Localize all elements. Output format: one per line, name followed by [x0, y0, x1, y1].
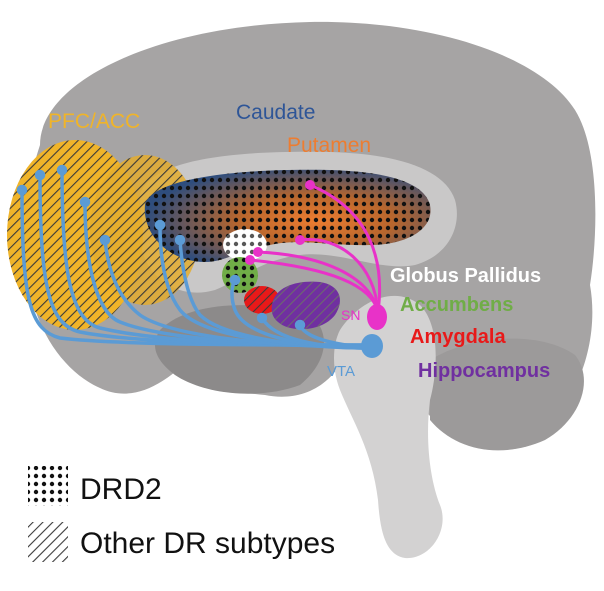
vta-nucleus — [361, 334, 383, 358]
striatum-region — [144, 169, 431, 262]
legend-label-drd2: DRD2 — [80, 473, 162, 506]
sn-end-3 — [253, 247, 263, 257]
legend-label-other: Other DR subtypes — [80, 527, 335, 560]
sn-path-1 — [308, 183, 382, 314]
label-sn: SN — [341, 307, 360, 323]
vta-end-1 — [16, 184, 28, 196]
label-globus-pallidus: Globus Pallidus — [390, 265, 541, 287]
label-pfc-acc: PFC/ACC — [48, 110, 140, 133]
label-putamen: Putamen — [287, 134, 371, 157]
legend-swatch-drd2 — [28, 466, 68, 506]
vta-end-7 — [174, 234, 186, 246]
cerebellum-shape — [430, 338, 584, 451]
striatum-dots — [144, 169, 431, 262]
temporal-lobe-shape — [155, 305, 324, 394]
amygdala-region — [244, 286, 280, 314]
sn-end-1 — [305, 180, 315, 190]
vta-end-8 — [229, 274, 241, 286]
sn-projections — [245, 180, 382, 314]
label-vta: VTA — [327, 363, 355, 380]
sn-path-4 — [248, 258, 380, 314]
vta-end-5 — [99, 234, 111, 246]
label-caudate: Caudate — [236, 101, 315, 124]
legend-swatch-other — [28, 522, 68, 562]
label-hippocampus: Hippocampus — [418, 360, 550, 382]
sn-nucleus — [367, 304, 387, 330]
brainstem-shape — [334, 295, 443, 559]
vta-end-6 — [154, 219, 166, 231]
sn-end-2 — [295, 235, 305, 245]
accumbens-region — [222, 257, 258, 293]
label-amygdala: Amygdala — [410, 326, 506, 348]
vta-projections — [16, 164, 374, 350]
amygdala-hatch — [244, 286, 280, 314]
vta-end-10 — [294, 319, 306, 331]
legend: DRD2 Other DR subtypes — [28, 466, 335, 562]
vta-end-3 — [56, 164, 68, 176]
accumbens-dots — [222, 257, 258, 293]
vta-end-9 — [256, 312, 268, 324]
hippocampus-hatch — [271, 281, 340, 330]
label-accumbens: Accumbens — [400, 294, 513, 316]
vta-end-2 — [34, 169, 46, 181]
vta-end-4 — [79, 196, 91, 208]
hippocampus-region — [271, 281, 340, 330]
sn-end-4 — [245, 255, 255, 265]
sn-path-2 — [298, 237, 380, 314]
